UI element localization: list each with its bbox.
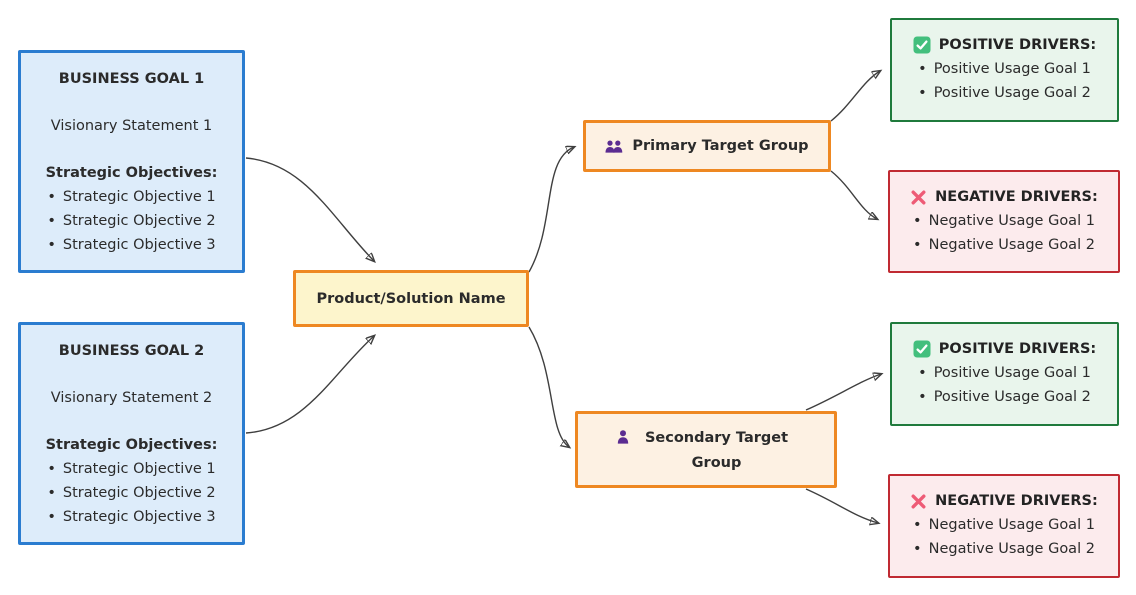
list-item: Strategic Objective 2 — [47, 481, 216, 505]
goal-vision: Visionary Statement 2 — [50, 390, 213, 406]
x-icon — [910, 493, 927, 510]
goal-objectives-label: Strategic Objectives: — [45, 165, 218, 181]
driver-title-row: POSITIVE DRIVERS: — [913, 33, 1096, 57]
driver-items-list: Negative Usage Goal 1 Negative Usage Goa… — [913, 513, 1095, 561]
target-group-label: Primary Target Group — [632, 138, 809, 154]
secondary-target-group-node: Secondary Target Group — [575, 411, 837, 488]
people-icon — [605, 140, 623, 153]
driver-items-list: Negative Usage Goal 1 Negative Usage Goa… — [913, 209, 1095, 257]
x-icon — [910, 189, 927, 206]
driver-title: NEGATIVE DRIVERS: — [935, 493, 1098, 509]
driver-title: POSITIVE DRIVERS: — [938, 341, 1097, 357]
product-solution-node: Product/Solution Name — [293, 270, 529, 327]
list-item: Negative Usage Goal 2 — [913, 537, 1095, 561]
list-item: Positive Usage Goal 1 — [918, 57, 1091, 81]
list-item: Strategic Objective 2 — [47, 209, 216, 233]
driver-title: NEGATIVE DRIVERS: — [935, 189, 1098, 205]
edge-product-to-primary — [528, 147, 574, 273]
driver-items-list: Positive Usage Goal 1 Positive Usage Goa… — [918, 57, 1091, 105]
goal-objectives-label: Strategic Objectives: — [45, 437, 218, 453]
positive-drivers-primary-node: POSITIVE DRIVERS: Positive Usage Goal 1 … — [890, 18, 1119, 122]
list-item: Positive Usage Goal 2 — [918, 81, 1091, 105]
list-item: Positive Usage Goal 2 — [918, 385, 1091, 409]
list-item: Strategic Objective 3 — [47, 505, 216, 529]
check-icon — [913, 340, 931, 358]
list-item: Strategic Objective 1 — [47, 185, 216, 209]
edge-goal2-to-product — [245, 336, 374, 434]
list-item: Negative Usage Goal 2 — [913, 233, 1095, 257]
edge-secondary-to-negative — [805, 488, 878, 523]
list-item: Strategic Objective 1 — [47, 457, 216, 481]
primary-target-group-node: Primary Target Group — [583, 120, 831, 172]
positive-drivers-secondary-node: POSITIVE DRIVERS: Positive Usage Goal 1 … — [890, 322, 1119, 426]
edge-product-to-secondary — [528, 326, 569, 447]
business-goal-2-node: BUSINESS GOAL 2 Visionary Statement 2 St… — [18, 322, 245, 545]
business-goal-1-node: BUSINESS GOAL 1 Visionary Statement 1 St… — [18, 50, 245, 273]
goal-objectives-list: Strategic Objective 1 Strategic Objectiv… — [47, 457, 216, 529]
person-icon — [617, 430, 629, 444]
driver-items-list: Positive Usage Goal 1 Positive Usage Goa… — [918, 361, 1091, 409]
list-item: Negative Usage Goal 1 — [913, 513, 1095, 537]
list-item: Positive Usage Goal 1 — [918, 361, 1091, 385]
check-icon — [913, 36, 931, 54]
edge-primary-to-negative — [830, 170, 877, 219]
target-group-label: Secondary Target Group — [644, 430, 789, 471]
goal-title: BUSINESS GOAL 1 — [58, 71, 205, 87]
driver-title-row: POSITIVE DRIVERS: — [913, 337, 1096, 361]
negative-drivers-primary-node: NEGATIVE DRIVERS: Negative Usage Goal 1 … — [888, 170, 1120, 273]
driver-title-row: NEGATIVE DRIVERS: — [910, 185, 1098, 209]
list-item: Strategic Objective 3 — [47, 233, 216, 257]
negative-drivers-secondary-node: NEGATIVE DRIVERS: Negative Usage Goal 1 … — [888, 474, 1120, 578]
goal-objectives-list: Strategic Objective 1 Strategic Objectiv… — [47, 185, 216, 257]
list-item: Negative Usage Goal 1 — [913, 209, 1095, 233]
edge-goal1-to-product — [245, 157, 374, 261]
driver-title: POSITIVE DRIVERS: — [938, 37, 1097, 53]
goal-vision: Visionary Statement 1 — [50, 118, 213, 134]
goal-title: BUSINESS GOAL 2 — [58, 343, 205, 359]
product-label: Product/Solution Name — [316, 290, 506, 307]
edge-primary-to-positive — [830, 71, 880, 122]
driver-title-row: NEGATIVE DRIVERS: — [910, 489, 1098, 513]
edge-secondary-to-positive — [805, 374, 881, 411]
